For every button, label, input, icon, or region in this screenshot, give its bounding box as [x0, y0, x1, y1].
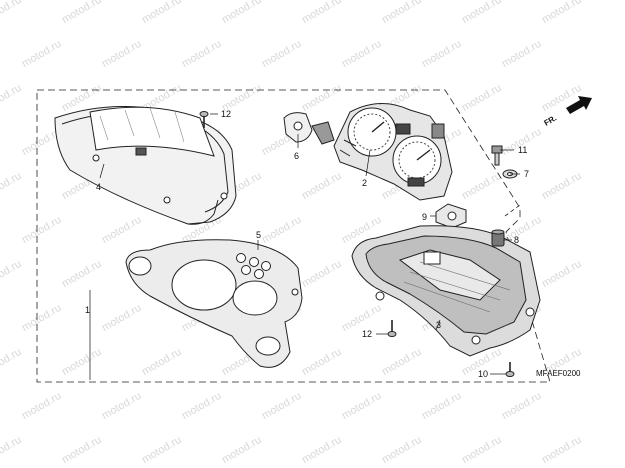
callout-5: 5 [256, 230, 261, 240]
callout-7: 7 [524, 169, 529, 179]
screw-part-10 [505, 362, 515, 377]
meter-case-part [351, 225, 541, 357]
screw-part-lower [387, 320, 397, 337]
callout-6: 6 [294, 151, 299, 161]
callout-1: 1 [85, 305, 90, 315]
diagram-code: MFAEF0200 [536, 369, 581, 378]
callout-12-lower: 12 [362, 329, 372, 339]
callout-11: 11 [518, 145, 527, 155]
meter-visor-part [54, 106, 237, 225]
callout-8: 8 [514, 235, 519, 245]
grommet-part [491, 229, 505, 247]
callout-10: 10 [478, 369, 488, 379]
callout-4: 4 [96, 182, 101, 192]
callout-3: 3 [436, 320, 441, 330]
callout-2: 2 [362, 178, 367, 188]
meter-panel-part [125, 239, 303, 368]
screw-part-upper [199, 111, 209, 128]
callout-12-upper: 12 [221, 109, 231, 119]
socket-part [283, 112, 335, 145]
sensor-part [435, 203, 467, 229]
leader-lines [89, 113, 520, 380]
meter-assembly-part [333, 102, 453, 201]
callout-9: 9 [422, 212, 427, 222]
assembly-boundary [36, 89, 551, 383]
bolt-part [491, 145, 503, 166]
front-direction-arrow: FR. [543, 96, 592, 128]
front-direction-label: FR. [543, 113, 559, 127]
